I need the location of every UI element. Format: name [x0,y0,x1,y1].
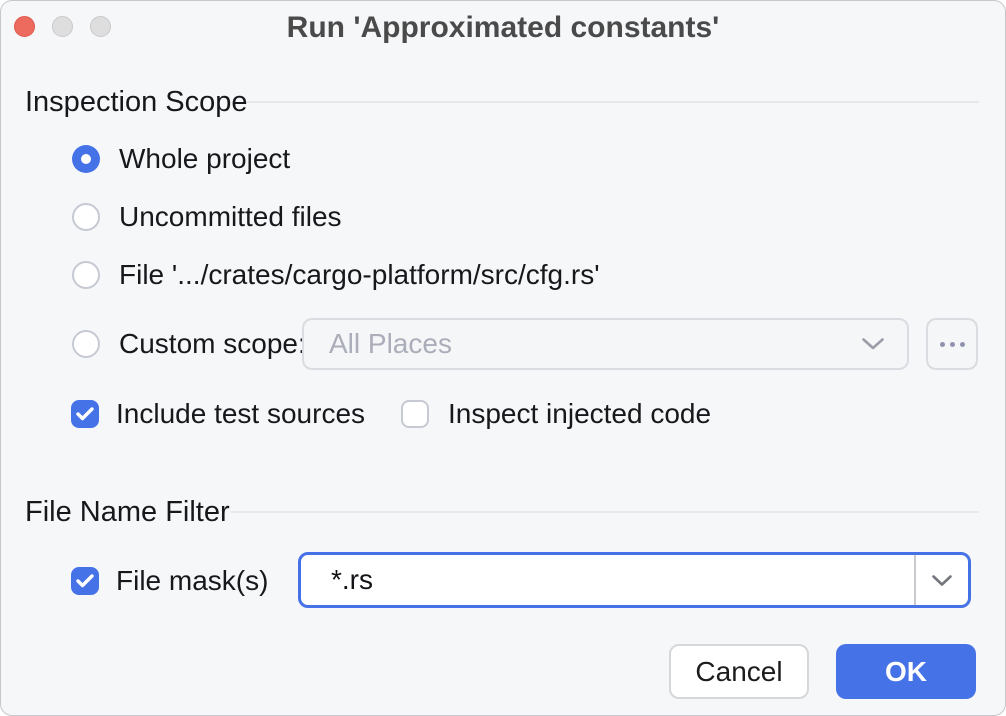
inspection-scope-section-title: Inspection Scope [25,86,248,118]
inspect-injected-code-label[interactable]: Inspect injected code [448,398,712,429]
ok-button[interactable]: OK [836,644,976,699]
file-masks-label[interactable]: File mask(s) [116,565,269,596]
file-mask-dropdown-button[interactable] [914,555,968,605]
radio-custom-scope[interactable] [72,330,100,358]
close-window-button[interactable] [14,16,35,37]
ellipsis-icon [939,341,945,347]
file-mask-input[interactable] [301,555,914,605]
chevron-down-icon [931,574,953,587]
cancel-button[interactable]: Cancel [669,644,809,699]
dialog-title: Run 'Approximated constants' [286,11,720,44]
radio-current-file-label[interactable]: File '.../crates/cargo-platform/src/cfg.… [119,259,600,290]
file-mask-combobox [298,552,971,608]
browse-scopes-button[interactable] [926,318,978,370]
radio-whole-project-label[interactable]: Whole project [119,143,291,174]
minimize-window-button [52,16,73,37]
checkmark-icon [76,407,94,421]
radio-whole-project[interactable] [72,145,100,173]
zoom-window-button [90,16,111,37]
inspect-injected-code-checkbox[interactable] [401,400,429,428]
radio-uncommitted-files[interactable] [72,203,100,231]
checkmark-icon [76,574,94,588]
radio-uncommitted-files-label[interactable]: Uncommitted files [119,201,342,232]
custom-scope-select-value: All Places [329,328,452,359]
file-masks-checkbox[interactable] [71,567,99,595]
radio-current-file[interactable] [72,261,100,289]
file-name-filter-section-title: File Name Filter [25,496,230,528]
include-test-sources-label[interactable]: Include test sources [116,398,366,429]
file-name-filter-divider [231,511,979,513]
custom-scope-select[interactable]: All Places [302,318,909,370]
radio-custom-scope-label[interactable]: Custom scope: [119,328,306,359]
inspection-scope-divider [247,101,979,103]
chevron-down-icon [861,337,885,351]
include-test-sources-checkbox[interactable] [71,400,99,428]
